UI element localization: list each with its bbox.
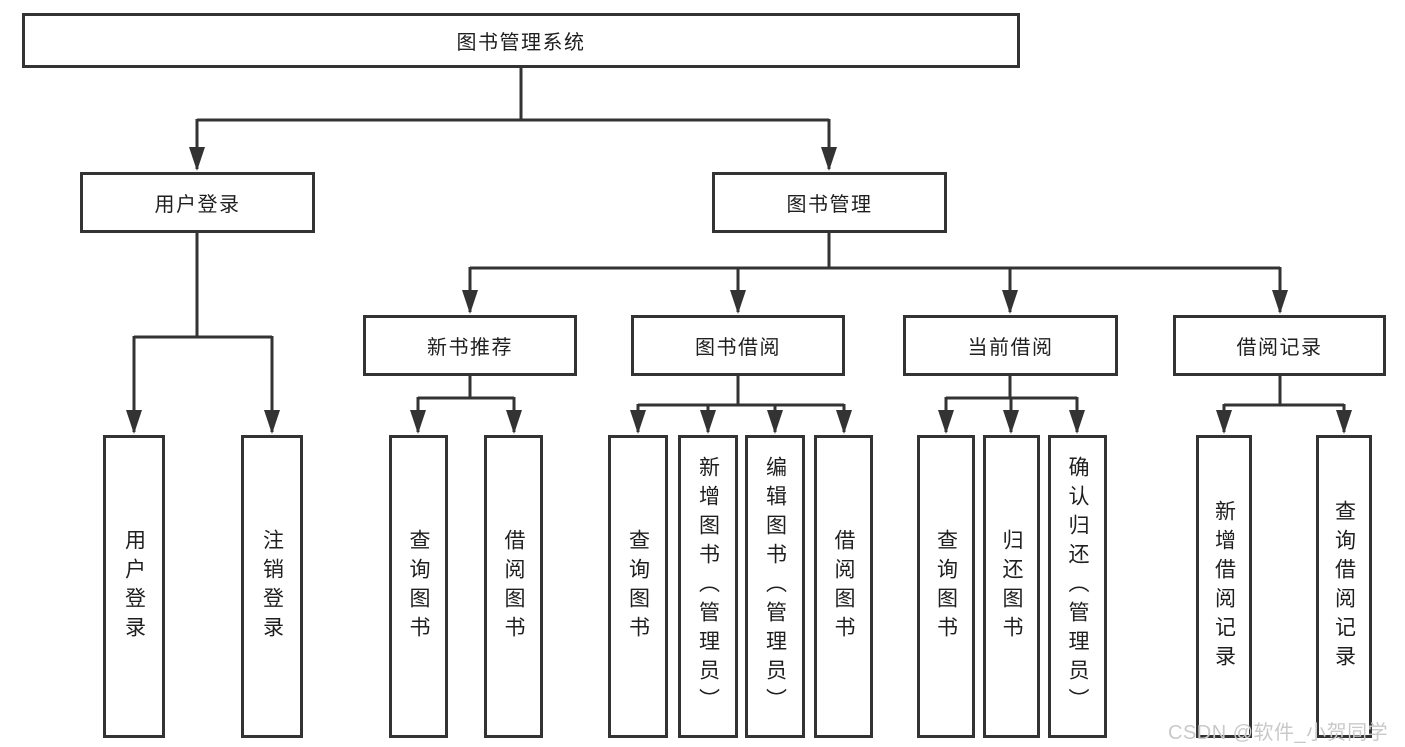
node-label: 查询借阅记录 [1332, 499, 1356, 674]
node-user-login: 用户登录 [80, 172, 315, 233]
node-label: 新增图书（管理员） [696, 456, 720, 717]
leaf-query-books-borrowing: 查询图书 [608, 435, 668, 738]
node-label: 新增借阅记录 [1212, 499, 1236, 674]
node-label: 查询图书 [626, 528, 650, 645]
leaf-borrow-books: 借阅图书 [814, 435, 873, 738]
node-label: 用户登录 [154, 194, 241, 216]
node-label: 图书管理系统 [456, 32, 586, 54]
node-new-book-recommend: 新书推荐 [363, 315, 577, 376]
node-borrow-records: 借阅记录 [1173, 315, 1386, 376]
node-book-management: 图书管理 [712, 172, 947, 233]
leaf-logout: 注销登录 [241, 435, 303, 738]
leaf-edit-books-admin: 编辑图书（管理员） [745, 435, 805, 738]
leaf-return-books: 归还图书 [983, 435, 1040, 738]
node-label: 用户登录 [122, 528, 146, 645]
node-label: 查询图书 [407, 528, 430, 645]
leaf-user-login: 用户登录 [103, 435, 165, 738]
node-label: 图书借阅 [695, 337, 781, 359]
leaf-query-books-recommend: 查询图书 [389, 435, 448, 738]
node-book-borrowing: 图书借阅 [631, 315, 845, 376]
node-label: 借阅图书 [502, 528, 525, 645]
node-label: 当前借阅 [967, 337, 1054, 359]
leaf-add-borrow-record: 新增借阅记录 [1196, 435, 1252, 738]
node-label: 注销登录 [260, 528, 284, 645]
leaf-add-books-admin: 新增图书（管理员） [678, 435, 738, 738]
node-label: 新书推荐 [427, 337, 513, 359]
node-label: 图书管理 [786, 194, 873, 216]
leaf-borrow-books-recommend: 借阅图书 [484, 435, 543, 738]
node-current-borrowing: 当前借阅 [903, 315, 1118, 376]
node-label: 归还图书 [1000, 528, 1023, 645]
node-label: 编辑图书（管理员） [763, 456, 787, 717]
leaf-query-books-current: 查询图书 [917, 435, 975, 738]
node-label: 借阅图书 [832, 528, 855, 645]
node-label: 确认归还（管理员） [1066, 456, 1089, 717]
node-label: 查询图书 [934, 528, 958, 645]
leaf-confirm-return-admin: 确认归还（管理员） [1048, 435, 1107, 738]
leaf-query-borrow-record: 查询借阅记录 [1316, 435, 1372, 738]
node-root-library-system: 图书管理系统 [22, 13, 1020, 68]
csdn-watermark: CSDN @软件_小贺同学 [1168, 722, 1389, 744]
node-label: 借阅记录 [1236, 337, 1323, 359]
